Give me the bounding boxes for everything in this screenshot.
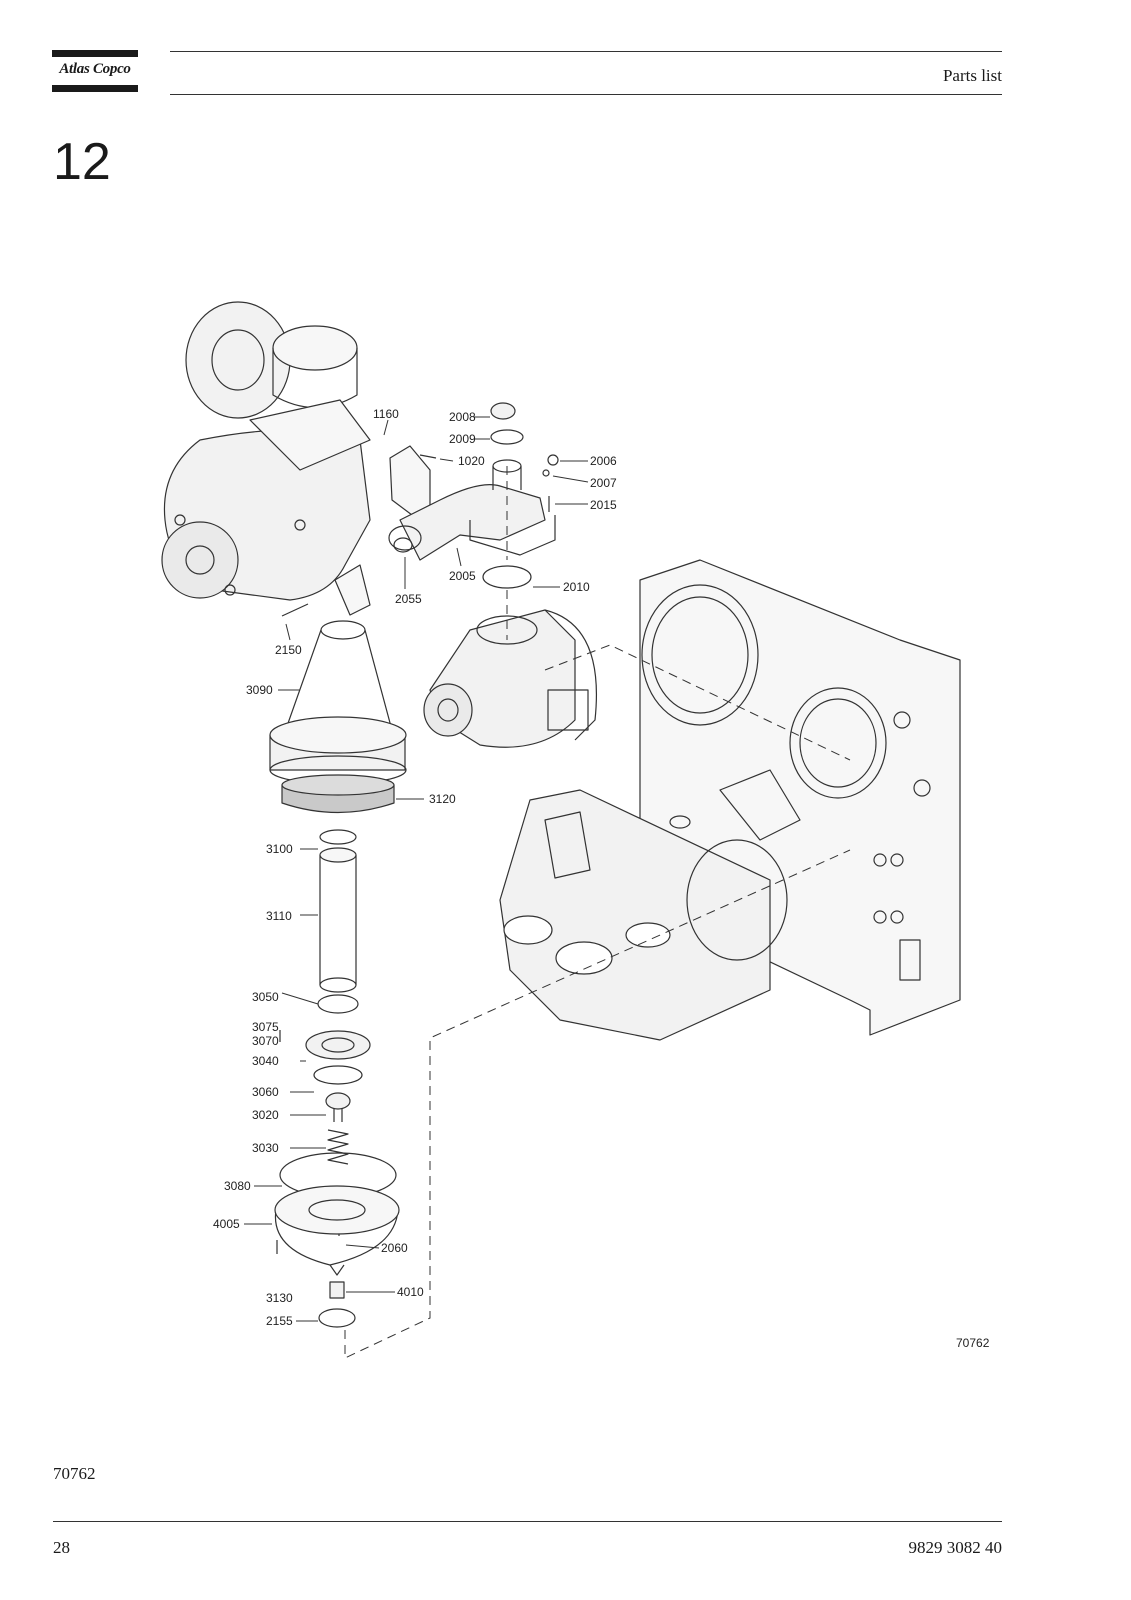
document-number: 9829 3082 40: [908, 1538, 1003, 1557]
callout-2015: 2015: [590, 498, 617, 512]
header-rule-bottom: [170, 94, 1002, 95]
callout-2010: 2010: [563, 580, 590, 594]
second-element-drawing: [423, 609, 598, 748]
bottom-housing-drawing: [274, 1152, 400, 1328]
callout-2009: 2009: [449, 432, 476, 446]
compressor-element-drawing: [161, 301, 371, 601]
callout-3070: 3070: [252, 1034, 279, 1048]
drawing-reference: 70762: [956, 1336, 990, 1350]
callout-2055: 2055: [395, 592, 422, 606]
callout-1160: 1160: [373, 407, 399, 421]
header-rule-top: [170, 51, 1002, 52]
section-number: 12: [53, 133, 111, 191]
callout-3040: 3040: [252, 1054, 279, 1068]
callout-3130: 3130: [266, 1291, 293, 1305]
callout-3100: 3100: [266, 842, 293, 856]
callout-4010: 4010: [397, 1285, 424, 1299]
callout-3120: 3120: [429, 792, 456, 806]
callout-3030: 3030: [252, 1141, 279, 1155]
bearing-cover-drawing: [499, 769, 801, 1041]
callout-2007: 2007: [590, 476, 617, 490]
logo-bar-top: [52, 50, 138, 57]
callout-3080: 3080: [224, 1179, 251, 1193]
callout-4005: 4005: [213, 1217, 240, 1231]
outlet-pipe-drawing: [388, 402, 556, 589]
callout-2005: 2005: [449, 569, 476, 583]
callout-3075: 3075: [252, 1020, 279, 1034]
callout-3050: 3050: [252, 990, 279, 1004]
atlas-copco-logo: Atlas Copco: [52, 50, 138, 92]
tube-and-seals-drawing: [305, 829, 371, 1165]
footer-rule: [53, 1521, 1002, 1522]
callout-3060: 3060: [252, 1085, 279, 1099]
callout-3090: 3090: [246, 683, 273, 697]
cone-separator-drawing: [269, 564, 407, 814]
callout-2155: 2155: [266, 1314, 293, 1328]
callout-3020: 3020: [252, 1108, 279, 1122]
fasteners-drawing: [276, 454, 559, 1254]
callout-2008: 2008: [449, 410, 476, 424]
callout-2060: 2060: [381, 1241, 408, 1255]
callout-1020: 1020: [458, 454, 485, 468]
header-title: Parts list: [942, 66, 1002, 85]
callout-2006: 2006: [590, 454, 617, 468]
figure-reference: 70762: [53, 1464, 96, 1483]
logo-bar-bottom: [52, 85, 138, 92]
callout-3110: 3110: [266, 909, 292, 923]
logo-wordmark: Atlas Copco: [59, 61, 131, 77]
callout-2150: 2150: [275, 643, 302, 657]
page-number: 28: [53, 1538, 70, 1557]
